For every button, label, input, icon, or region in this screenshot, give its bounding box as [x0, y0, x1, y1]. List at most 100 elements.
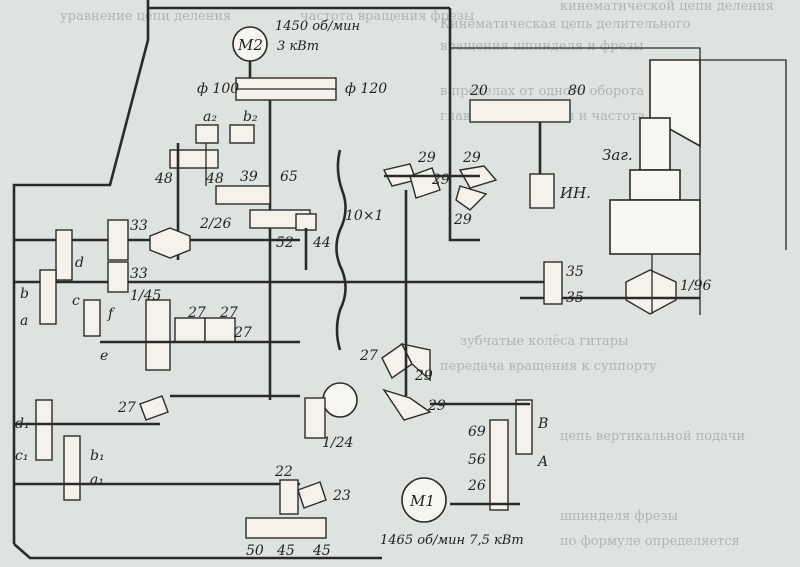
ratio-1-96-label: 1/96	[680, 278, 712, 294]
hob-label: ИН.	[559, 184, 591, 202]
gear-d	[55, 229, 73, 281]
motor-m2-label: M2	[237, 36, 263, 54]
gear-69-label: 69	[468, 424, 486, 440]
motor-m2-power: 3 кВт	[277, 39, 319, 54]
bottom-gears: 22 23 50 45 45	[245, 464, 351, 559]
gear-35-pair	[543, 261, 563, 305]
gear-a1-label: a₁	[90, 472, 104, 488]
bevel-29a	[455, 185, 488, 211]
gear-29f-label: 29	[462, 150, 481, 166]
bevel-29b	[400, 343, 431, 382]
bevel-group-centre: 27 29 29	[359, 190, 446, 421]
gear-39-label: 39	[240, 169, 258, 185]
motor-m2: M2 1450 об/мин 3 кВт	[232, 19, 360, 80]
gear-b2	[229, 124, 255, 144]
workpiece-upper	[639, 117, 671, 171]
gear-B	[515, 399, 533, 455]
gear-22	[279, 479, 299, 515]
bevel-23	[297, 481, 327, 509]
bg-line-12: по формуле определяется	[560, 534, 740, 549]
gear-69-56-26	[489, 419, 509, 511]
gear-c1-label: c₁	[15, 448, 28, 464]
worktable: Заг. 1/96	[520, 59, 712, 315]
worm-1-24	[304, 397, 326, 439]
gear-23-label: 23	[332, 488, 351, 504]
gear-b-c	[39, 269, 57, 325]
bg-line-2: вращения шпинделя и фрезы	[440, 39, 644, 54]
gear-48b-label: 48	[205, 171, 224, 187]
gear-b1-a1	[63, 435, 81, 501]
workpiece-lower	[629, 169, 681, 201]
lead-screw-label: 10×1	[345, 208, 383, 224]
bg-line-11: шпинделя фрезы	[560, 509, 678, 524]
worm-gear-block	[149, 227, 191, 259]
differential-gear-27b	[204, 317, 236, 343]
gear-B-label: B	[537, 416, 548, 432]
bg-line-9: передача вращения к суппорту	[440, 359, 657, 374]
gear-29a-label: 29	[453, 212, 472, 228]
gear-80-label: 80	[568, 83, 586, 99]
gear-44-label: 44	[312, 235, 331, 251]
differential-gear-27a	[174, 317, 206, 343]
ratio-2-26-label: 2/26	[199, 216, 232, 232]
bg-line-3: кинематической цепи деления	[560, 0, 774, 14]
gear-26-label: 26	[467, 478, 486, 494]
column-left	[448, 8, 480, 242]
bg-line-8: зубчатые колёса гитары	[460, 334, 628, 349]
motor-m1: M1 1465 об/мин 7,5 кВт	[380, 477, 524, 548]
gear-20-80	[469, 99, 571, 123]
bg-line-10: цепь вертикальной подачи	[560, 429, 745, 444]
workpiece-label: Заг.	[602, 146, 633, 164]
motor-m1-spec: 1465 об/мин 7,5 кВт	[380, 533, 524, 548]
gear-33a	[107, 219, 129, 261]
bg-line-7: уравнение цепи деления	[60, 9, 231, 24]
hob-tool	[529, 173, 555, 209]
gear-33b	[107, 261, 129, 293]
gear-A-label: A	[536, 454, 548, 470]
gear-52-label: 52	[276, 235, 294, 251]
hob-head: 20 80 ИН.	[469, 83, 591, 209]
gear-b2-label: b₂	[243, 109, 258, 125]
gear-56-label: 56	[468, 452, 486, 468]
bg-line-1: Кинематическая цепь делительного	[440, 17, 691, 32]
bevel-27d	[139, 395, 169, 421]
gear-c-label: c	[72, 293, 80, 309]
gear-29d-label: 29	[417, 150, 436, 166]
worm-wheel-1-24	[322, 382, 358, 418]
gear-27b-label: 27	[219, 305, 238, 321]
gear-45b-label: 45	[312, 543, 331, 559]
gear-35b-label: 35	[566, 290, 584, 306]
feed-guitar: d₁ c₁ b₁ a₁ 27	[14, 395, 300, 501]
gear-44	[295, 213, 317, 231]
gear-a-label: a	[20, 313, 28, 329]
indexing-guitar: d b c a f e	[20, 229, 116, 364]
gear-a2-label: a₂	[203, 109, 217, 125]
bg-line-6: частота вращения фрезы	[300, 9, 474, 24]
gear-b-label: b	[20, 286, 29, 302]
gear-45a-label: 45	[276, 543, 295, 559]
gear-50-label: 50	[246, 543, 264, 559]
gear-f-label: f	[107, 306, 116, 322]
frame-bottom-contour	[13, 543, 382, 560]
gear-27e-label: 27	[359, 348, 378, 364]
motor-m2-speed: 1450 об/мин	[275, 19, 360, 34]
gear-33b-label: 33	[130, 266, 148, 282]
background-text: Кинематическая цепь делительного вращени…	[60, 0, 774, 549]
table-outline	[700, 59, 787, 250]
gear-e-label: e	[100, 348, 108, 364]
differential-block: 33 33 1/45 27 27 27	[14, 218, 550, 398]
gear-29c-label: 29	[427, 398, 446, 414]
gear-29b-label: 29	[414, 368, 433, 384]
worm-1-96	[625, 269, 677, 315]
bg-line-4: в пределах от одного оборота	[440, 84, 644, 99]
pulley-d120-label: ф 120	[345, 81, 387, 97]
gear-35a-label: 35	[566, 264, 584, 280]
gear-27d-label: 27	[117, 400, 136, 416]
gear-22-label: 22	[274, 464, 293, 480]
pulley-d100-label: ф 100	[197, 81, 239, 97]
ratio-1-24-label: 1/24	[322, 435, 353, 451]
gear-27c-label: 27	[233, 325, 252, 341]
gear-65-label: 65	[280, 169, 298, 185]
bevel-group-top: 29 29 29 29	[382, 150, 498, 228]
